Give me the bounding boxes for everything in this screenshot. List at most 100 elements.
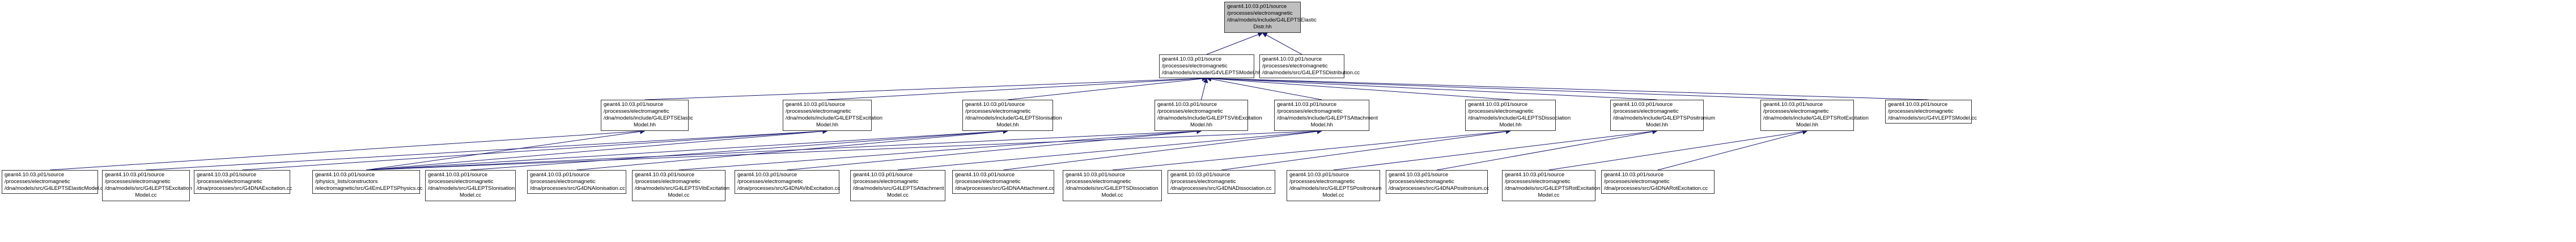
node-text-line: geant4.10.03.p01/source [1170,172,1230,178]
node-text-line: geant4.10.03.p01/source [105,172,165,178]
node-g4dnavibexcitation-cc[interactable]: geant4.10.03.p01/source/processes/electr… [735,170,840,194]
node-g4leptsrotexcitationmodel-hh[interactable]: geant4.10.03.p01/source/processes/electr… [1760,100,1869,131]
node-g4leptsvibexcitationmodel-hh[interactable]: geant4.10.03.p01/source/processes/electr… [1155,100,1262,131]
node-g4leptsattachmentmodel-hh[interactable]: geant4.10.03.p01/source/processes/electr… [1274,100,1378,131]
edge-vibexc_cc-to-vibexc_hh [678,129,1202,171]
node-text-line: /dna/models/src/G4LEPTSElasticModel.cc [5,185,106,192]
edge-vmodel_cc-to-vmodel_hh [1206,75,1929,100]
node-text-line: /processes/electromagnetic [786,108,851,114]
edge-vmodel_hh-to-root [1206,32,1263,55]
node-g4leptsexcitationmodel-hh[interactable]: geant4.10.03.p01/source/processes/electr… [783,100,883,131]
node-g4dnaexcitation-cc[interactable]: geant4.10.03.p01/source/processes/electr… [194,170,292,194]
node-text-line: geant4.10.03.p01/source [1066,172,1126,178]
node-text-line: /dna/models/src/G4LEPTSPositronium [1289,185,1382,192]
node-text-line: geant4.10.03.p01/source [1468,101,1528,108]
node-g4leptsionisationmodel-hh[interactable]: geant4.10.03.p01/source/processes/electr… [962,100,1062,131]
node-text-line: Model.cc [668,192,690,198]
node-g4leptsdissociationmodel-hh[interactable]: geant4.10.03.p01/source/processes/electr… [1465,100,1571,131]
node-text-line: Model.cc [1101,192,1123,198]
node-text-line: /processes/electromagnetic [965,108,1031,114]
node-g4leptsionisationmodel-cc[interactable]: geant4.10.03.p01/source/processes/electr… [425,170,516,201]
node-g4leptsdissociationmodel-cc[interactable]: geant4.10.03.p01/source/processes/electr… [1063,170,1162,201]
node-g4leptsattachmentmodel-cc[interactable]: geant4.10.03.p01/source/processes/electr… [850,170,945,201]
node-g4leptspositroniummodel-hh[interactable]: geant4.10.03.p01/source/processes/electr… [1610,100,1715,131]
node-text-line: Model.hh [816,122,839,128]
node-g4leptselasticmodel-cc[interactable]: geant4.10.03.p01/source/processes/electr… [2,170,106,194]
node-g4vleptsmodel-cc[interactable]: geant4.10.03.p01/source/processes/electr… [1885,100,1977,124]
node-text-line: /processes/electromagnetic [1277,108,1343,114]
edge-attachment_hh-to-vmodel_hh [1206,77,1322,100]
edge-vibexc_hh-to-vmodel_hh [1201,78,1208,100]
edge-ionisation_cc-to-ionisation_hh [470,129,1008,171]
node-text-line: Model.hh [633,122,656,128]
node-g4dnaattachment-cc[interactable]: geant4.10.03.p01/source/processes/electr… [952,170,1054,194]
node-text-line: /dna/processes/src/G4DNAAttachment.cc [955,185,1055,192]
node-text-line: Model.hh [1499,122,1522,128]
node-g4dnaionisation-cc[interactable]: geant4.10.03.p01/source/processes/electr… [527,170,626,194]
node-text-line: geant4.10.03.p01/source [1888,101,1948,108]
node-text-line: /processes/electromagnetic [604,108,669,114]
node-text-line: /dna/models/include/G4LEPTSExcitation [786,115,883,121]
node-text-line: geant4.10.03.p01/source [5,172,65,178]
node-g4dnapositronium-cc[interactable]: geant4.10.03.p01/source/processes/electr… [1386,170,1489,194]
edge-dna_positronium_cc-to-positronium_hh [1436,129,1658,171]
node-text-line: geant4.10.03.p01/source [635,172,695,178]
node-g4dnarotexcitation-cc[interactable]: geant4.10.03.p01/source/processes/electr… [1601,170,1714,194]
node-g4vleptsmodel-hh[interactable]: geant4.10.03.p01/source/processes/electr… [1159,54,1261,78]
edge-dna_excitation_cc-to-excitation_hh [241,129,828,171]
edge-dissociation_hh-to-vmodel_hh [1206,76,1511,100]
node-text-line: /physics_lists/constructors [315,179,378,185]
node-text-line: /processes/electromagnetic [1604,179,1670,185]
node-g4leptsvibexcitationmodel-cc[interactable]: geant4.10.03.p01/source/processes/electr… [632,170,729,201]
node-text-line: /processes/electromagnetic [105,179,171,185]
edge-physics_cc-to-elastic_hh [366,129,646,171]
node-g4leptselasticmodel-hh[interactable]: geant4.10.03.p01/source/processes/electr… [601,100,693,131]
node-text-line: /dna/models/include/G4LEPTSRotExcitation [1763,115,1869,121]
node-text-line: Model.hh [1645,122,1669,128]
node-text-line: /dna/processes/src/G4DNAExcitation.cc [197,185,292,192]
node-text-line: Model.cc [1538,192,1560,198]
edge-ionisation_hh-to-vmodel_hh [1007,76,1207,100]
node-text-line: geant4.10.03.p01/source [1162,56,1222,62]
edge-rotexc_cc-to-rotexc_hh [1548,129,1808,171]
edge-elastic_hh-to-vmodel_hh [644,75,1207,100]
edge-elastic_cc-to-elastic_hh [49,129,646,171]
edge-dissociation_cc-to-dissociation_hh [1112,129,1511,171]
node-text-line: geant4.10.03.p01/source [530,172,590,178]
node-g4emleptsphysics-cc[interactable]: geant4.10.03.p01/source/physics_lists/co… [312,170,423,194]
node-text-line: /processes/electromagnetic [1289,179,1355,185]
node-g4leptsexcitationmodel-cc[interactable]: geant4.10.03.p01/source/processes/electr… [102,170,192,201]
node-text-line: /processes/electromagnetic [1066,179,1131,185]
node-text-line: /dna/models/src/G4LEPTSRotExcitation [1505,185,1601,192]
edge-attachment_cc-to-attachment_hh [897,129,1322,171]
node-g4leptsdistribution-cc[interactable]: geant4.10.03.p01/source/processes/electr… [1259,54,1360,78]
edge-physics_cc-to-excitation_hh [366,129,828,171]
node-text-line: /dna/models/src/G4LEPTSExcitation [105,185,192,192]
node-text-line: /dna/models/src/G4LEPTSAttachment [853,185,944,192]
node-g4leptsrotexcitationmodel-cc[interactable]: geant4.10.03.p01/source/processes/electr… [1502,170,1601,201]
node-text-line: geant4.10.03.p01/source [315,172,375,178]
node-text-line: geant4.10.03.p01/source [737,172,797,178]
node-text-line: /processes/electromagnetic [1505,179,1571,185]
edge-distr_cc-to-root [1262,32,1302,55]
node-text-line: /processes/electromagnetic [737,179,803,185]
node-text-line: geant4.10.03.p01/source [1157,101,1217,108]
node-text-line: /electromagnetic/src/G4EmLEPTSPhysics.cc [315,185,423,192]
node-text-line: geant4.10.03.p01/source [1604,172,1664,178]
node-text-line: /dna/models/include/G4LEPTSElastic [1227,17,1317,23]
node-text-line: geant4.10.03.p01/source [1277,101,1337,108]
node-g4leptspositroniummodel-cc[interactable]: geant4.10.03.p01/source/processes/electr… [1287,170,1382,201]
node-text-line: /dna/processes/src/G4DNAIonisation.cc [530,185,625,192]
node-text-line: /dna/processes/src/G4DNARotExcitation.cc [1604,185,1708,192]
node-text-line: Distr.hh [1253,24,1272,30]
node-text-line: Model.cc [886,192,909,198]
node-g4dnadissociation-cc[interactable]: geant4.10.03.p01/source/processes/electr… [1168,170,1275,194]
node-text-line: geant4.10.03.p01/source [1289,172,1349,178]
node-text-line: Model.cc [135,192,157,198]
node-text-line: /processes/electromagnetic [853,179,919,185]
node-text-line: /dna/models/src/G4LEPTSDistribution.cc [1262,70,1360,76]
edge-physics_cc-to-ionisation_hh [366,129,1008,171]
node-text-line: Model.cc [459,192,481,198]
